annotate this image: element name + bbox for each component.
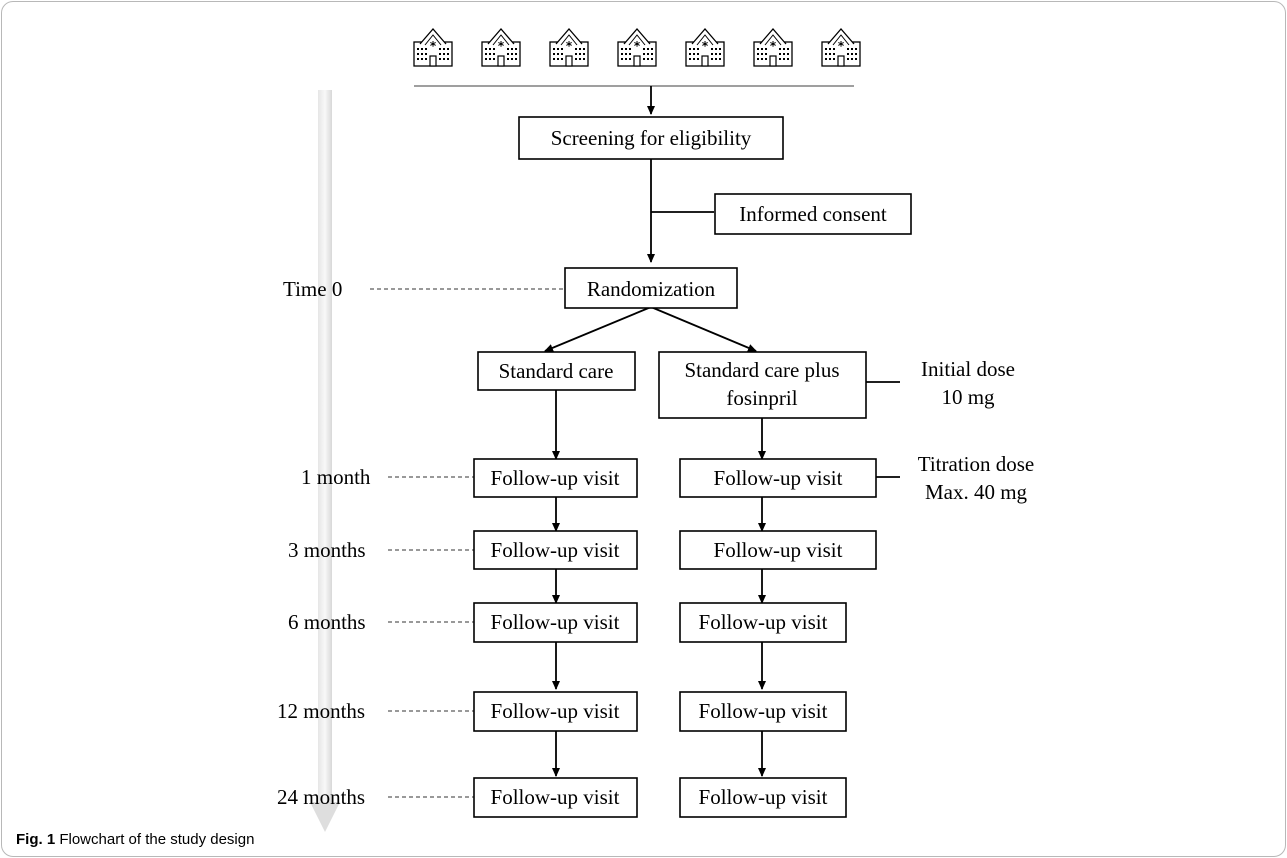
time-label-4: 12 months — [277, 699, 365, 723]
followup-label: Follow-up visit — [491, 610, 620, 634]
screening-label: Screening for eligibility — [551, 126, 752, 150]
followup-right-1-month: Follow-up visit — [679, 458, 877, 498]
time-label-1: 1 month — [301, 465, 371, 489]
hospital-icon — [481, 28, 521, 67]
followup-label: Follow-up visit — [699, 699, 828, 723]
randomization-label: Randomization — [587, 277, 716, 301]
standard-care-label: Standard care — [499, 359, 614, 383]
time-label-5: 24 months — [277, 785, 365, 809]
consent-label: Informed consent — [739, 202, 887, 226]
time-label-0: Time 0 — [283, 277, 342, 301]
time-label-2: 3 months — [288, 538, 366, 562]
time-label-3: 6 months — [288, 610, 366, 634]
figure-caption-label: Fig. 1 — [16, 831, 56, 848]
standard-care-box: Standard care — [477, 351, 636, 391]
followup-label: Follow-up visit — [491, 538, 620, 562]
followup-right-24-months: Follow-up visit — [679, 777, 847, 818]
followup-label: Follow-up visit — [699, 610, 828, 634]
hospital-icon — [685, 28, 725, 67]
followup-left-1-month: Follow-up visit — [473, 458, 638, 498]
followup-label: Follow-up visit — [491, 785, 620, 809]
followup-label: Follow-up visit — [714, 466, 843, 490]
titration-dose-line1: Titration dose — [918, 452, 1034, 476]
timeline-arrow — [310, 90, 340, 832]
standard-care-plus-label-line2: fosinpril — [726, 386, 797, 410]
followup-left-6-months: Follow-up visit — [473, 602, 638, 643]
followup-label: Follow-up visit — [491, 699, 620, 723]
followup-left-12-months: Follow-up visit — [473, 691, 638, 732]
hospital-icon — [753, 28, 793, 67]
standard-care-plus-label-line1: Standard care plus — [684, 358, 839, 382]
followup-right-6-months: Follow-up visit — [679, 602, 847, 643]
hospital-icon — [617, 28, 657, 67]
hospital-icon — [413, 28, 453, 67]
followup-right-12-months: Follow-up visit — [679, 691, 847, 732]
consent-box: Informed consent — [714, 193, 912, 235]
connectors — [544, 86, 900, 777]
followup-label: Follow-up visit — [714, 538, 843, 562]
followup-left-3-months: Follow-up visit — [473, 530, 638, 570]
titration-dose-line2: Max. 40 mg — [925, 480, 1028, 504]
hospital-row — [413, 28, 861, 67]
screening-box: Screening for eligibility — [518, 116, 784, 160]
followup-label: Follow-up visit — [699, 785, 828, 809]
time-markers — [370, 288, 565, 798]
followup-label: Follow-up visit — [491, 466, 620, 490]
hospital-icon — [549, 28, 589, 67]
followup-right-3-months: Follow-up visit — [679, 530, 877, 570]
randomization-box: Randomization — [564, 267, 738, 309]
figure-caption: Fig. 1 Flowchart of the study design — [16, 831, 254, 848]
figure-caption-text: Flowchart of the study design — [55, 831, 255, 848]
standard-care-plus-box: Standard care plus fosinpril — [658, 351, 867, 419]
followup-left-24-months: Follow-up visit — [473, 777, 638, 818]
initial-dose-line1: Initial dose — [921, 357, 1015, 381]
initial-dose-line2: 10 mg — [941, 385, 995, 409]
hospital-icon — [821, 28, 861, 67]
